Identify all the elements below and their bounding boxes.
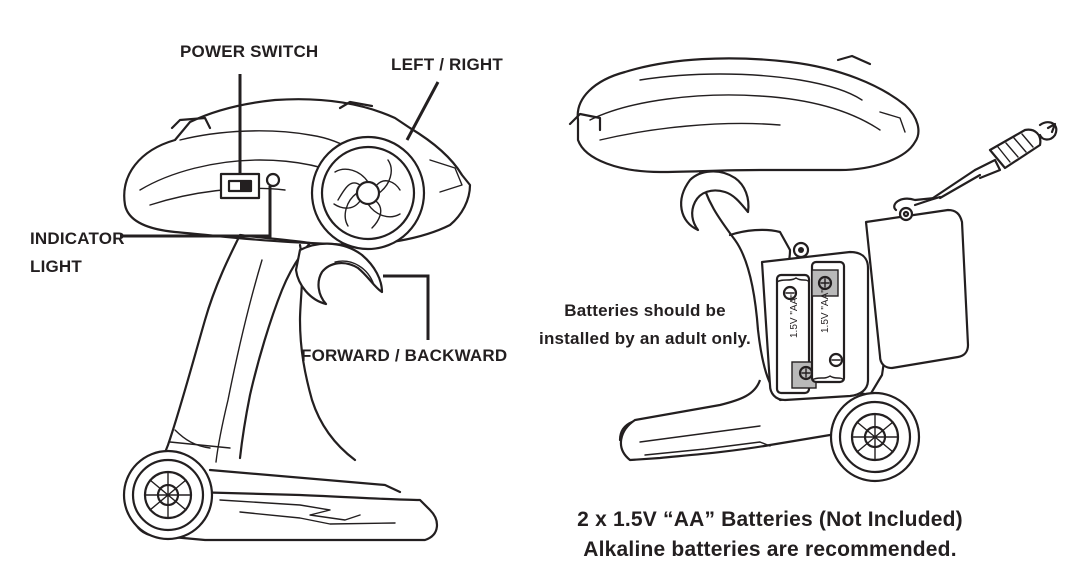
right-controller-trigger bbox=[680, 170, 750, 232]
alkaline-recommendation-line: Alkaline batteries are recommended. bbox=[583, 538, 957, 561]
compartment-screw-hole bbox=[792, 241, 810, 259]
battery-cover bbox=[864, 208, 970, 370]
battery-note-line2: installed by an adult only. bbox=[539, 329, 751, 348]
screwdriver-icon bbox=[928, 121, 1058, 202]
steering-wheel bbox=[310, 135, 426, 251]
battery-requirement-line: 2 x 1.5V “AA” Batteries (Not Included) bbox=[577, 508, 963, 531]
left-controller-grip bbox=[131, 234, 438, 542]
left-controller-illustration bbox=[120, 74, 472, 542]
indicator-light-label-line1: INDICATOR bbox=[30, 229, 125, 248]
power-switch-label: POWER SWITCH bbox=[180, 42, 319, 61]
right-controller-illustration: 1.5V "AA" 1.5V "AA" bbox=[568, 54, 1058, 483]
power-switch bbox=[219, 172, 261, 200]
forward-backward-label: FORWARD / BACKWARD bbox=[301, 346, 508, 365]
right-controller-wheel bbox=[829, 391, 921, 483]
battery-1 bbox=[775, 273, 817, 395]
battery-2-text: 1.5V "AA" bbox=[820, 289, 831, 333]
forward-backward-leader bbox=[383, 274, 430, 340]
right-controller-top-shell bbox=[576, 57, 920, 174]
left-controller-wheel bbox=[122, 449, 214, 541]
indicator-light bbox=[265, 172, 281, 188]
indicator-light-leader bbox=[120, 186, 272, 238]
indicator-light-label-line2: LIGHT bbox=[30, 257, 82, 276]
left-right-label: LEFT / RIGHT bbox=[391, 55, 503, 74]
battery-1-text: 1.5V "AA" bbox=[789, 294, 800, 338]
battery-note-line1: Batteries should be bbox=[564, 301, 726, 320]
battery-2 bbox=[810, 260, 846, 384]
battery-adult-note: Batteries should be installed by an adul… bbox=[530, 297, 760, 353]
battery-requirements-footer: 2 x 1.5V “AA” Batteries (Not Included) A… bbox=[560, 505, 980, 565]
left-right-leader bbox=[405, 81, 440, 141]
left-controller-trigger bbox=[294, 242, 384, 306]
